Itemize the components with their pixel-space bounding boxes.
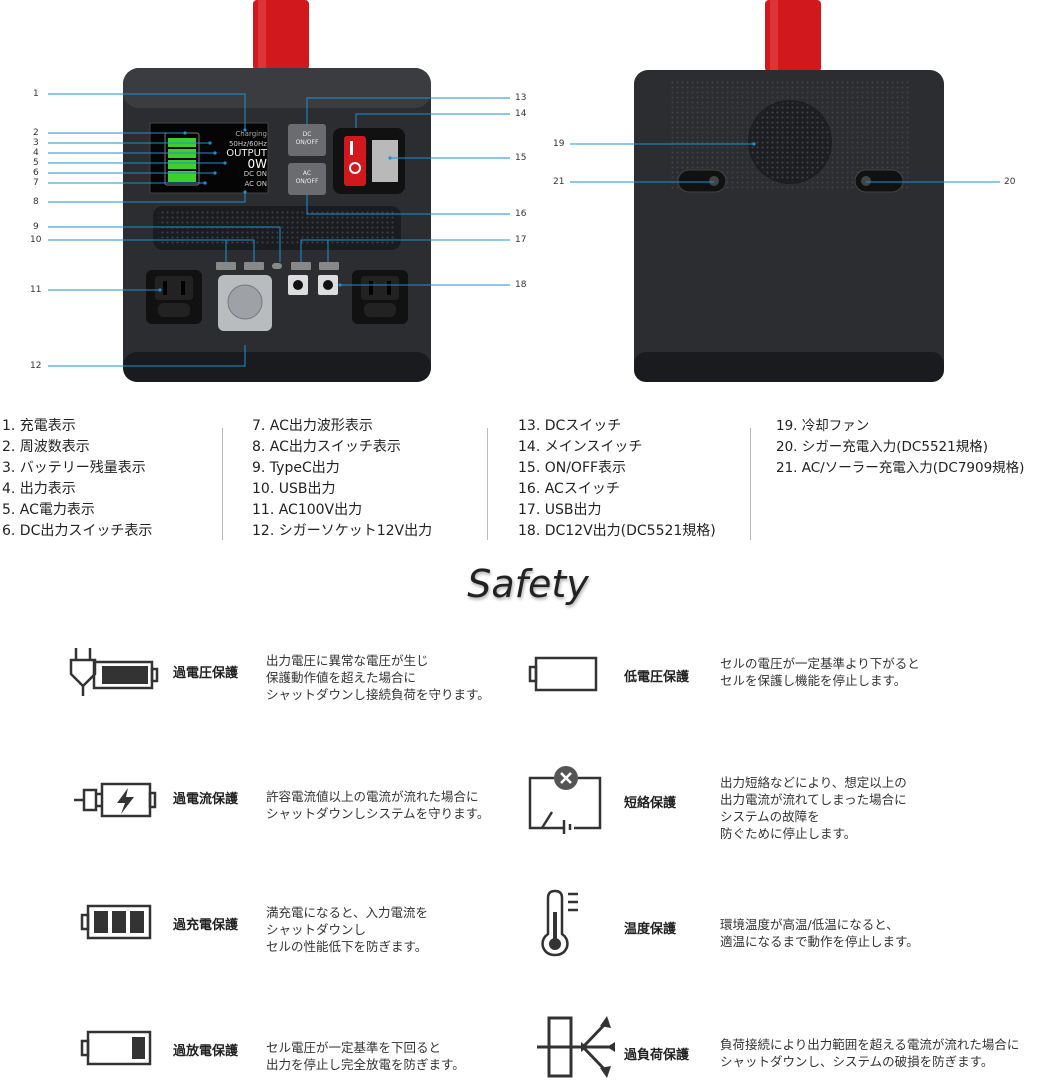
callout-21: 21 bbox=[553, 177, 565, 187]
legend-item: 19. 冷却ファン bbox=[776, 418, 870, 434]
callout-1: 1 bbox=[33, 89, 39, 99]
callout-13: 13 bbox=[515, 93, 527, 103]
lightning-battery-icon bbox=[74, 782, 157, 818]
callout-20: 20 bbox=[1004, 177, 1016, 187]
legend-item: 9. TypeC出力 bbox=[252, 460, 340, 476]
callout-4: 4 bbox=[33, 148, 39, 158]
legend-item: 3. バッテリー残量表示 bbox=[2, 460, 146, 476]
legend-item: 13. DCスイッチ bbox=[518, 418, 622, 434]
legend-divider bbox=[750, 428, 751, 540]
legend-item: 11. AC100V出力 bbox=[252, 502, 363, 518]
legend-item: 4. 出力表示 bbox=[2, 481, 76, 497]
callout-6: 6 bbox=[33, 168, 39, 178]
callout-7: 7 bbox=[33, 178, 39, 188]
callout-11: 11 bbox=[30, 285, 42, 295]
lcd-watts: 0W bbox=[247, 157, 268, 171]
short-circuit-icon bbox=[528, 766, 602, 834]
lcd-freq: 50Hz/60Hz bbox=[228, 140, 267, 148]
legend-divider bbox=[222, 428, 223, 540]
legend-item: 20. シガー充電入力(DC5521規格) bbox=[776, 439, 988, 455]
safety-name: 過電圧保護 bbox=[173, 666, 239, 681]
safety-desc: 出力電圧に異常な電圧が生じ 保護動作値を超えた場合に シャットダウンし接続負荷を… bbox=[266, 653, 490, 702]
legend-divider bbox=[487, 428, 488, 540]
legend-item: 15. ON/OFF表示 bbox=[518, 460, 627, 476]
callout-9: 9 bbox=[33, 222, 39, 232]
legend-item: 7. AC出力波形表示 bbox=[252, 418, 373, 434]
callout-14: 14 bbox=[515, 109, 527, 119]
safety-desc: セルの電圧が一定基準より下がると セルを保護し機能を停止します。 bbox=[720, 656, 920, 688]
lcd-output: OUTPUT bbox=[226, 148, 267, 159]
legend-item: 2. 周波数表示 bbox=[2, 439, 90, 455]
device-front-diagram bbox=[48, 0, 510, 382]
ac-onoff-label: AC ON/OFF bbox=[295, 170, 319, 185]
safety-name: 過放電保護 bbox=[173, 1044, 239, 1059]
legend-item: 6. DC出力スイッチ表示 bbox=[2, 523, 153, 539]
device-back-diagram bbox=[570, 0, 1000, 382]
legend-item: 12. シガーソケット12V出力 bbox=[252, 523, 433, 539]
callout-19: 19 bbox=[553, 139, 565, 149]
overload-arrows-icon bbox=[537, 1016, 615, 1078]
legend-item: 1. 充電表示 bbox=[2, 418, 76, 434]
legend-item: 8. AC出力スイッチ表示 bbox=[252, 439, 401, 455]
legend-item: 17. USB出力 bbox=[518, 502, 602, 518]
safety-desc: 満充電になると、入力電流を シャットダウンし セルの性能低下を防ぎます。 bbox=[266, 905, 429, 954]
safety-desc: セル電圧が一定基準を下回ると 出力を停止し完全放電を防ぎます。 bbox=[266, 1040, 465, 1072]
safety-desc: 出力短絡などにより、想定以上の 出力電流が流れてしまった場合に システムの故障を… bbox=[720, 775, 907, 841]
legend-item: 5. AC電力表示 bbox=[2, 502, 95, 518]
legend-item: 18. DC12V出力(DC5521規格) bbox=[518, 523, 716, 539]
legend-item: 21. AC/ソーラー充電入力(DC7909規格) bbox=[776, 460, 1025, 476]
full-battery-icon bbox=[80, 904, 152, 940]
lcd-charging: Charging bbox=[235, 130, 267, 138]
safety-title: Safety bbox=[467, 562, 589, 606]
legend-item: 16. ACスイッチ bbox=[518, 481, 620, 497]
legend-item: 10. USB出力 bbox=[252, 481, 336, 497]
safety-name: 温度保護 bbox=[624, 922, 677, 937]
lcd-ac-on: AC ON bbox=[244, 180, 267, 188]
callout-12: 12 bbox=[30, 361, 42, 371]
plug-battery-icon bbox=[69, 648, 159, 696]
callout-18: 18 bbox=[515, 280, 527, 290]
lcd-dc-on: DC ON bbox=[243, 170, 267, 178]
safety-name: 過充電保護 bbox=[173, 918, 239, 933]
callout-15: 15 bbox=[515, 153, 527, 163]
callout-17: 17 bbox=[515, 235, 527, 245]
legend-column-3: 13. DCスイッチ 14. メインスイッチ 15. ON/OFF表示 16. … bbox=[518, 416, 716, 542]
safety-desc: 負荷接続により出力範囲を超える電流が流れた場合に シャットダウンし、システムの破… bbox=[720, 1037, 1020, 1069]
callout-16: 16 bbox=[515, 209, 527, 219]
thermometer-icon bbox=[541, 889, 578, 957]
dc-onoff-label: DC ON/OFF bbox=[295, 131, 319, 146]
callout-5: 5 bbox=[33, 158, 39, 168]
callout-3: 3 bbox=[33, 138, 39, 148]
legend-column-4: 19. 冷却ファン 20. シガー充電入力(DC5521規格) 21. AC/ソ… bbox=[776, 416, 1024, 479]
legend-column-2: 7. AC出力波形表示 8. AC出力スイッチ表示 9. TypeC出力 10.… bbox=[252, 416, 432, 542]
safety-desc: 許容電流値以上の電流が流れた場合に シャットダウンしシステムを守ります。 bbox=[266, 789, 490, 821]
empty-battery-icon bbox=[528, 656, 598, 692]
legend-item: 14. メインスイッチ bbox=[518, 439, 643, 455]
safety-name: 過電流保護 bbox=[173, 792, 239, 807]
callout-10: 10 bbox=[30, 235, 42, 245]
low-battery-icon bbox=[80, 1030, 152, 1066]
safety-name: 低電圧保護 bbox=[624, 670, 690, 685]
callout-2: 2 bbox=[33, 128, 39, 138]
legend-column-1: 1. 充電表示 2. 周波数表示 3. バッテリー残量表示 4. 出力表示 5.… bbox=[2, 416, 152, 542]
safety-desc: 環境温度が高温/低温になると、 適温になるまで動作を停止します。 bbox=[720, 917, 919, 949]
safety-name: 過負荷保護 bbox=[624, 1048, 690, 1063]
callout-8: 8 bbox=[33, 197, 39, 207]
safety-name: 短絡保護 bbox=[624, 796, 677, 811]
